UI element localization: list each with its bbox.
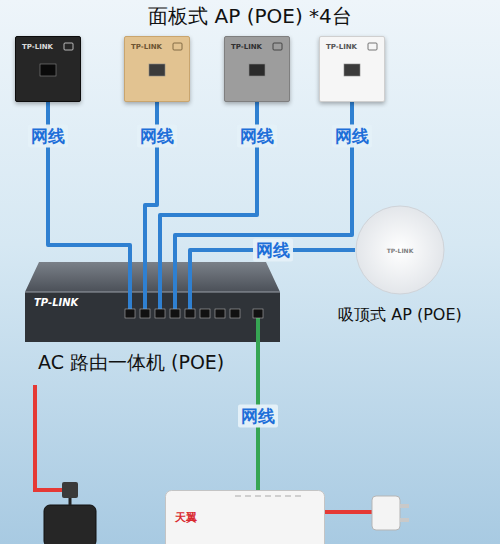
- cable-end: [188, 262, 192, 309]
- adapter-prong: [400, 504, 409, 508]
- router-body: TP-LINK: [25, 262, 280, 342]
- router-edge: [25, 292, 280, 293]
- adapter-cord: [69, 498, 72, 505]
- ethernet-port: [149, 64, 165, 76]
- cable-label: 网线: [253, 239, 293, 262]
- ethernet-port: [253, 309, 263, 318]
- brand-logo: TP-LINK: [22, 43, 80, 52]
- vent: [265, 495, 271, 497]
- adapter-body: [44, 505, 96, 544]
- panel-ap: TP-LINK: [15, 36, 81, 102]
- ethernet-port: [249, 64, 265, 76]
- panel-ap: TP-LINK: [319, 36, 385, 102]
- diagram-title: 面板式 AP (POE) *4台: [0, 3, 500, 30]
- ethernet-port: [125, 309, 135, 318]
- ethernet-port: [185, 309, 195, 318]
- ethernet-port: [155, 309, 165, 318]
- status-icon: [368, 43, 377, 50]
- status-icon: [273, 43, 282, 50]
- adapter-prong: [400, 518, 409, 522]
- panel-ap: TP-LINK: [124, 36, 190, 102]
- vent: [295, 495, 301, 497]
- cable-end: [256, 318, 260, 342]
- panel-ap: TP-LINK: [224, 36, 290, 102]
- device-label: AC 路由一体机 (POE): [38, 350, 224, 376]
- cable-label: 网线: [332, 125, 372, 148]
- device-label: 吸顶式 AP (POE): [338, 305, 462, 326]
- ethernet-port: [344, 64, 360, 76]
- brand-logo: TP-LINK: [34, 297, 280, 308]
- modem: 天翼: [165, 490, 325, 544]
- ethernet-port: [40, 64, 56, 76]
- ethernet-port: [230, 309, 240, 318]
- power-adapter: [44, 482, 96, 544]
- cable-label: 网线: [237, 125, 277, 148]
- cable-end: [143, 262, 147, 309]
- cable-label: 网线: [137, 125, 177, 148]
- cable-end: [158, 262, 162, 309]
- vent: [235, 495, 241, 497]
- vent: [275, 495, 281, 497]
- vent: [245, 495, 251, 497]
- ceiling-ap: TP-LINK 吸顶式 AP (POE): [310, 205, 490, 326]
- ethernet-port: [170, 309, 180, 318]
- network-cable: [175, 102, 352, 262]
- disc-ring: [370, 220, 430, 280]
- dc-plug: [62, 482, 78, 498]
- brand-logo: TP-LINK: [387, 247, 414, 254]
- power-cable: [325, 510, 372, 514]
- modem-body: [166, 491, 325, 544]
- adapter-body: [372, 496, 400, 530]
- cable-end: [173, 262, 177, 309]
- brand-logo: TP-LINK: [326, 43, 384, 52]
- brand-logo: TP-LINK: [131, 43, 189, 52]
- ethernet-port: [200, 309, 210, 318]
- vent: [285, 495, 291, 497]
- power-adapter: [372, 496, 409, 530]
- cable-label: 网线: [28, 125, 68, 148]
- power-cable: [35, 385, 62, 490]
- router-front: [25, 292, 280, 342]
- status-icon: [64, 43, 73, 50]
- ethernet-port: [215, 309, 225, 318]
- cable-end: [128, 262, 132, 309]
- vent: [255, 495, 261, 497]
- disc: [356, 206, 444, 294]
- ethernet-port: [140, 309, 150, 318]
- router-top: [25, 262, 280, 292]
- brand-logo: 天翼: [175, 510, 325, 525]
- cable-label: 网线: [238, 405, 278, 428]
- brand-logo: TP-LINK: [231, 43, 289, 52]
- ceiling-ap-disc: TP-LINK: [355, 205, 445, 295]
- router: TP-LINK AC 路由一体机 (POE): [20, 262, 280, 376]
- status-icon: [173, 43, 182, 50]
